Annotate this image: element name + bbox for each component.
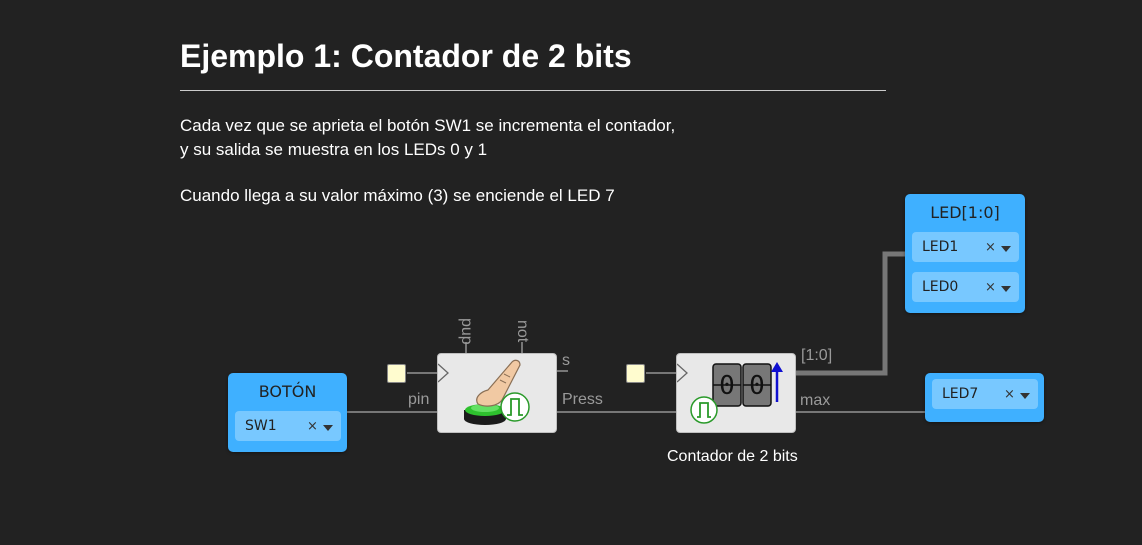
pin-select-led1[interactable]: LED1 × [912,232,1019,262]
page-title: Ejemplo 1: Contador de 2 bits [180,38,632,74]
clear-icon[interactable]: × [307,418,318,434]
chevron-down-icon[interactable] [1001,286,1011,292]
counter-caption: Contador de 2 bits [667,448,798,465]
pin-select-sw1[interactable]: SW1 × [235,411,341,441]
counter-digit-0: 0 [749,371,765,401]
wire-bus-to-led [795,251,905,376]
param-box-counter[interactable] [626,364,645,383]
pin-select-value: LED1 [922,239,959,255]
port-label-bus: [1:0] [801,347,833,364]
chevron-down-icon[interactable] [1001,246,1011,252]
finger-press-button-icon [438,359,530,425]
port-label-pin: pin [408,391,430,408]
counter-module[interactable]: 0 0 [676,353,796,433]
chevron-down-icon[interactable] [1020,393,1030,399]
port-label-max: max [800,392,831,409]
port-label-s: s [562,352,570,369]
chevron-down-icon[interactable] [323,425,333,431]
port-label-not: not [514,320,531,343]
pin-select-led0[interactable]: LED0 × [912,272,1019,302]
port-label-press: Press [562,391,603,408]
param-box-button[interactable] [387,364,406,383]
description-line-3: Cuando llega a su valor máximo (3) se en… [180,186,615,205]
description-line-1: Cada vez que se aprieta el botón SW1 se … [180,116,676,135]
button-module[interactable] [437,353,557,433]
output-block-led-bus[interactable]: LED[1:0] LED1 × LED0 × [905,194,1025,313]
clear-icon[interactable]: × [985,279,996,295]
pin-select-value: LED7 [942,386,979,402]
output-block-led7[interactable]: LED7 × [925,373,1044,422]
clear-icon[interactable]: × [985,239,996,255]
pin-select-led7[interactable]: LED7 × [932,379,1038,409]
clear-icon[interactable]: × [1004,386,1015,402]
counter-digit-1: 0 [719,371,735,401]
input-block-title: BOTÓN [258,382,317,401]
pin-select-value: LED0 [922,279,959,295]
output-block-title: LED[1:0] [930,203,1000,222]
pin-select-value: SW1 [245,418,277,434]
description-line-2: y su salida se muestra en los LEDs 0 y 1 [180,140,488,159]
counter-digits-icon: 0 0 [677,362,783,424]
port-label-pup: pup [458,318,475,345]
input-block-boton[interactable]: BOTÓN SW1 × [228,373,347,452]
title-divider [180,90,886,91]
